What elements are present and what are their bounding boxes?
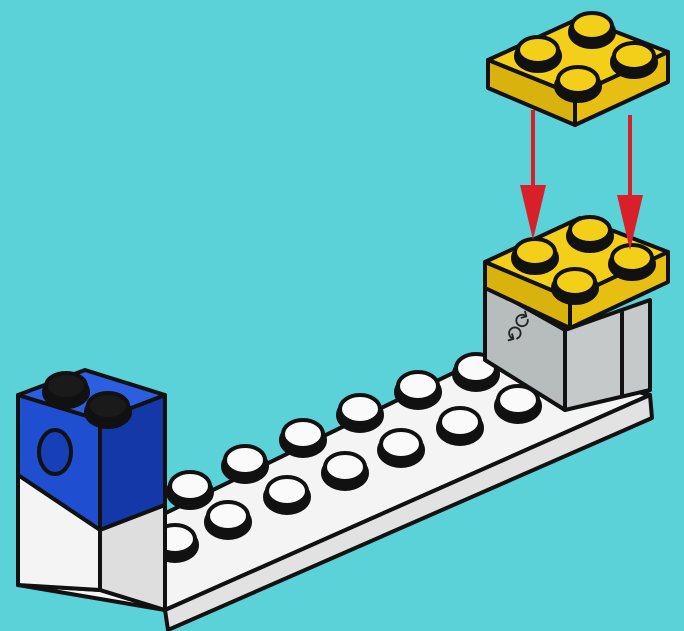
technic-hole-icon: [39, 430, 71, 474]
arrow-down-icon: [520, 110, 546, 240]
arrow-down-icon: [617, 115, 643, 250]
